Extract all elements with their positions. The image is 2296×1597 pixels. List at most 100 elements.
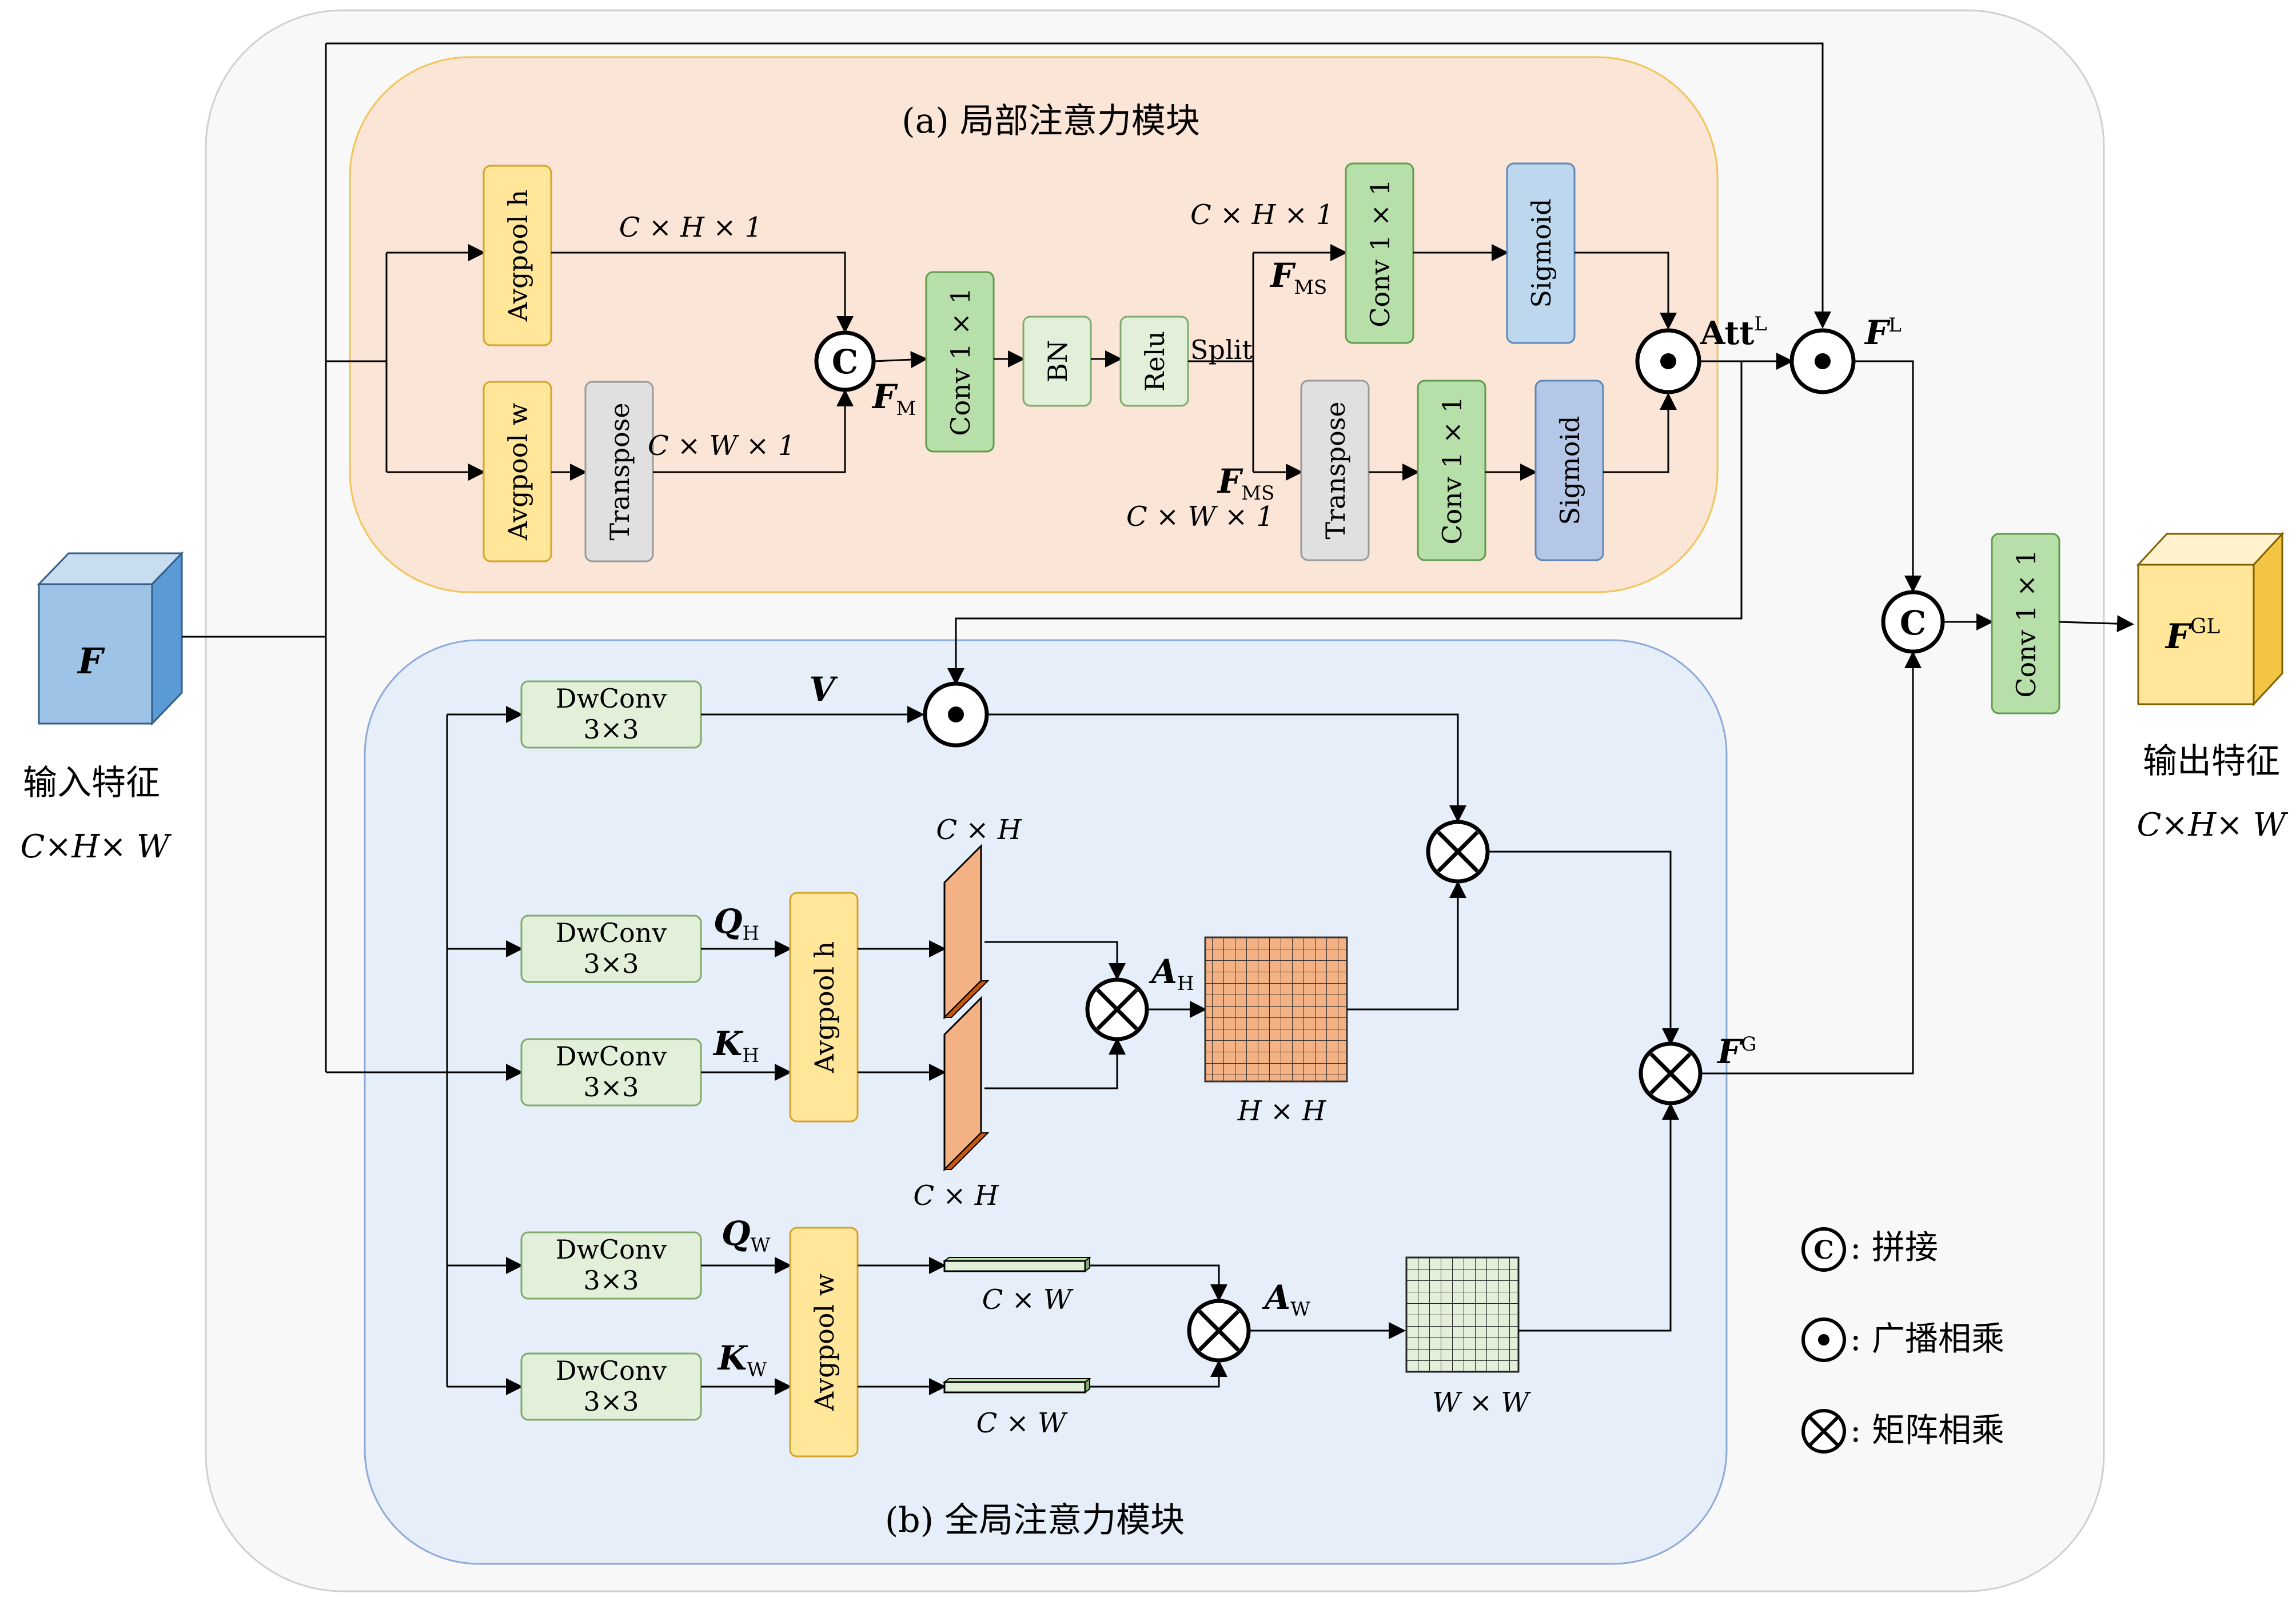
local-sigmoid-bottom-box [1534,380,1604,561]
local-sigmoid-top-label: Sigmoid [1526,198,1557,308]
legend-concat-icon [1801,1227,1846,1272]
local-transpose-label: Transpose [604,402,635,540]
svg-text:DwConv: DwConv [556,1041,667,1072]
output-sup: GL [2190,615,2221,638]
kh-label: KH [712,1024,759,1067]
att-to-v-mult-line [947,361,1743,685]
svg-text:3×3: 3×3 [583,1072,639,1103]
qh-feature-slab [943,844,990,1020]
dim-ch-bottom: C × H [913,1180,999,1212]
svg-text:3×3: 3×3 [583,1265,639,1296]
local-conv-box [925,271,995,453]
input-feature-cube [37,551,184,726]
hh-grid-to-v-matmul-line [1347,881,1466,1011]
input-dim: C×H× W [21,828,172,865]
svg-text:DwConv: DwConv [556,1234,667,1265]
global-avgpool-h-box [789,892,859,1123]
fg-matmul-circle [1639,1041,1703,1105]
legend-concat-text: : 拼接 [1850,1228,1938,1267]
local-broadcast-mult-dot [1660,353,1676,369]
sigmoid-top-to-mult-line [1574,251,1677,330]
local-avgpool-h-label: Avgpool h [503,190,533,322]
output-conv-label: Conv 1 × 1 [2011,549,2042,697]
local-dim-bottom: C × W × 1 [1126,501,1274,533]
ww-grid-to-fg-line [1518,1103,1679,1332]
v-label: V [809,670,838,709]
local-dim-h: C × H × 1 [619,211,763,243]
fl-to-output-concat-line [1853,360,1922,593]
global-module-panel [364,639,1728,1565]
svg-text:DwConv: DwConv [556,1355,667,1386]
local-att-label: AttL [1700,313,1767,352]
svg-text:3×3: 3×3 [583,948,639,979]
kh-slab-to-matmul-line [984,1037,1126,1089]
local-split-label: Split [1190,334,1253,365]
kw-bar-to-matmul-line [1090,1360,1227,1388]
local-avgpool-h-box [483,165,552,346]
output-dim: C×H× W [2137,807,2289,844]
svg-text:3×3: 3×3 [583,1386,639,1417]
output-concat-symbol: C [1900,604,1926,642]
fl-label: FL [1864,313,1902,352]
fl-broadcast-mult-dot [1815,353,1831,369]
local-dim-w: C × W × 1 [648,430,795,462]
dim-cw-top: C × W [982,1284,1074,1316]
local-conv-label: Conv 1 × 1 [945,288,976,436]
global-avgpool-w-label: Avgpool w [809,1273,840,1411]
aw-label: AW [1262,1278,1310,1321]
residual-top-line [326,42,1831,329]
fg-label: FG [1716,1032,1756,1071]
local-dim-top: C × H × 1 [1190,199,1334,231]
ah-label: AH [1149,952,1194,995]
legend-matmul-icon [1801,1409,1846,1454]
transpose-to-concat-line [653,389,854,473]
out-conv-to-cube-line [2059,615,2134,633]
dim-hh: H × H [1237,1095,1327,1127]
global-avgpool-w-box [789,1227,859,1458]
local-fm-label: FM [871,377,916,420]
qh-label: QH [713,902,759,945]
output-feature-cube [2136,532,2285,706]
local-bn-label: BN [1042,340,1073,382]
local-conv-top-label: Conv 1 × 1 [1365,179,1396,327]
output-symbol: FGL [2165,615,2220,657]
v-broadcast-mult-dot [948,706,964,722]
qw-feature-bar [943,1256,1091,1272]
global-avgpool-h-label: Avgpool h [809,941,840,1074]
v-matmul-circle [1426,820,1490,884]
legend-matmul-text: : 矩阵相乘 [1850,1411,2004,1450]
qh-slab-to-matmul-line [984,941,1126,980]
aw-matmul-circle [1187,1299,1251,1363]
ah-matmul-circle [1085,977,1149,1041]
svg-text:DwConv: DwConv [556,917,667,948]
output-conv-box [1991,533,2060,714]
local-module-title: (a) 局部注意力模块 [902,101,1200,141]
input-label: 输入特征 [23,763,160,803]
local-bn-box [1022,316,1092,407]
hh-attention-grid [1204,936,1348,1083]
dwconv-kw-box: DwConv 3×3 [520,1352,702,1421]
local-relu-label: Relu [1139,331,1170,392]
local-transpose2-label: Transpose [1320,401,1351,539]
dim-cw-bottom: C × W [976,1407,1068,1439]
local-concat-symbol: C [832,342,858,381]
dim-ch-top: C × H [936,814,1022,846]
kh-feature-slab [943,996,990,1172]
fg-to-output-concat-line [1700,651,1922,1075]
ww-attention-grid [1405,1256,1520,1373]
input-symbol: F [77,640,105,682]
dwconv-v-box: DwConv 3×3 [520,680,702,749]
dim-ww: W × W [1432,1387,1531,1419]
local-sigmoid-bottom-label: Sigmoid [1554,416,1585,525]
local-conv-bottom-label: Conv 1 × 1 [1437,396,1468,544]
local-conv-bottom-box [1417,380,1486,561]
v-matmul-to-fg-line [1488,851,1679,1045]
local-transpose2-box [1300,380,1370,561]
qw-bar-to-matmul-line [1090,1264,1227,1301]
dwconv-qw-box: DwConv 3×3 [520,1231,702,1300]
dwconv-qh-box: DwConv 3×3 [520,915,702,983]
dwconv-kh-box: DwConv 3×3 [520,1038,702,1107]
legend-broadcast-dot [1818,1334,1829,1346]
local-fms-bottom: FMS [1217,462,1274,505]
